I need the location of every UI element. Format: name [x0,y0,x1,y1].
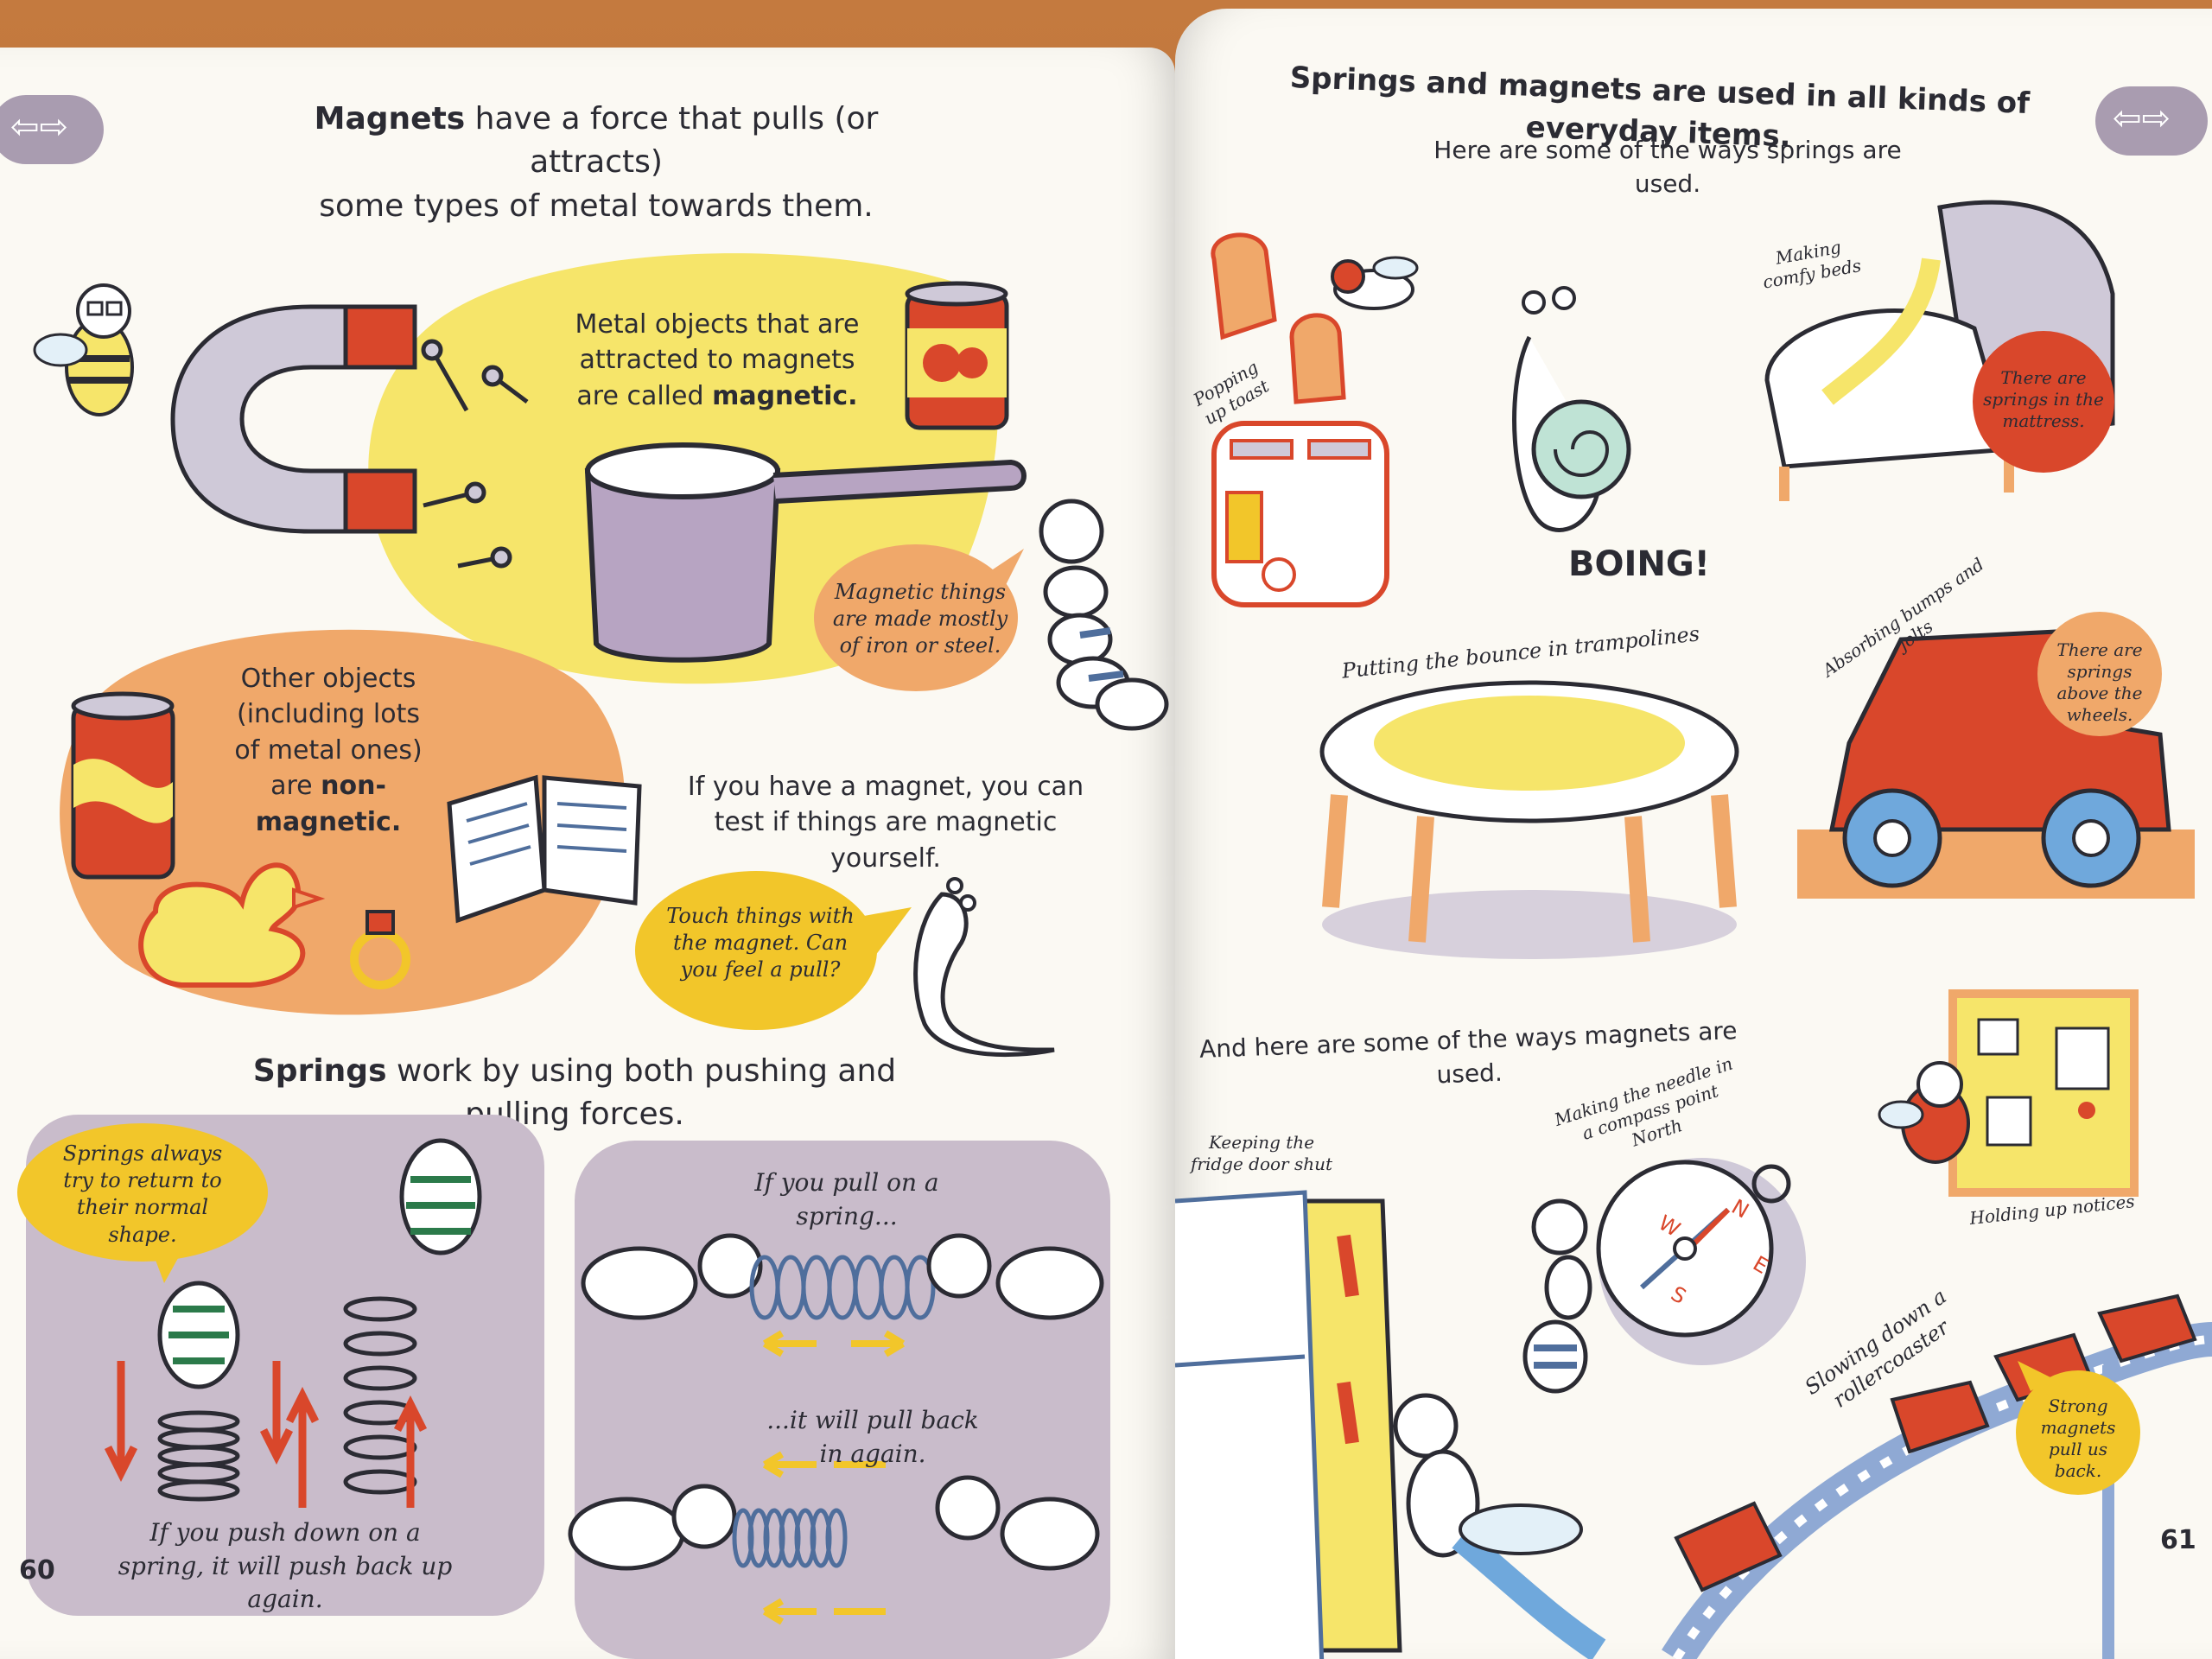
bee-notice-character [1878,1061,1970,1164]
snail-character [1512,286,1631,532]
springs-return-bubble: Springs always try to return to their no… [62,1141,223,1247]
magnetic-objects-text: Metal objects that are attracted to magn… [575,309,860,411]
pull-back-text: ...it will pull back in again. [766,1406,979,1468]
horseshoe-magnet-illustration [170,304,417,534]
mosquito-character [1393,1393,1606,1659]
noticeboard-illustration [1948,989,2139,1197]
double-arrow-icon: ⇦⇨ [2113,99,2171,138]
open-book-illustration [447,774,642,924]
compass-illustration [1596,1158,1806,1365]
ring-illustration [350,910,410,989]
strong-magnets-bubble: Strong magnets pull us back. [2040,1395,2116,1481]
slug-character [913,877,1055,1058]
tin-can-illustration [905,281,1009,430]
compressed-spring-illustration [104,1281,294,1502]
fridge-illustration [1175,1190,1402,1659]
boing-text: BOING! [1568,544,1710,584]
caterpillar-character [1039,499,1169,731]
magnetic-things-bubble-shape [814,544,1024,691]
strong-magnets-bubble-shape [2016,1361,2140,1495]
saucepan-illustration [584,442,1027,663]
springs-return-bubble-shape [17,1123,268,1283]
double-arrow-icon: ⇦⇨ [10,107,69,147]
page-number-left: 60 [19,1555,55,1586]
touch-bubble-shape [635,871,912,1030]
springs-subheading: Here are some of the ways springs are us… [1433,136,1902,198]
toaster-illustration [1211,232,1389,607]
page-arrows-tab-left: ⇦⇨ [0,95,104,164]
stretched-spring-illustration [285,1138,482,1508]
trampoline-illustration [1319,680,1739,959]
mattress-bubble-shape [1973,331,2114,473]
mattress-bubble: There are springs in the mattress. [1983,367,2104,431]
left-page: ⇦⇨ Magnets have a force that pulls (or a… [0,48,1175,1659]
push-spring-text: If you push down on a spring, it will pu… [118,1518,453,1614]
pulled-spring-ants-illustration [581,1233,1104,1357]
magnets-heading: Magnets have a force that pulls (or attr… [314,101,879,224]
soda-can-illustration [71,691,175,880]
springs-pull-panel [575,1141,1110,1659]
pull-spring-text: If you pull on a spring... [754,1168,939,1230]
magnetic-things-bubble: Magnetic things are made mostly of iron … [832,580,1008,658]
page-arrows-tab-right: ⇦⇨ [2095,86,2208,156]
wheels-bubble-shape [2037,612,2162,736]
ant-character [1522,1198,1592,1394]
page-number-right: 61 [2160,1525,2196,1555]
touch-bubble: Touch things with the magnet. Can you fe… [666,904,855,982]
other-objects-text: Other objects (including lots of metal o… [234,664,423,837]
pull-back-spring-ants-illustration [568,1451,1100,1625]
fly-character [1331,256,1419,310]
wheels-bubble: There are springs above the wheels. [2056,639,2143,725]
bee-character [33,283,134,416]
rubber-duck-illustration [138,862,326,988]
right-page: ⇦⇨ Springs and magnets are used in all k… [1175,9,2212,1659]
nails-illustration [421,339,529,569]
fridge-label: Keeping the fridge door shut [1190,1132,1333,1174]
test-magnetic-text: If you have a magnet, you can test if th… [687,772,1084,874]
